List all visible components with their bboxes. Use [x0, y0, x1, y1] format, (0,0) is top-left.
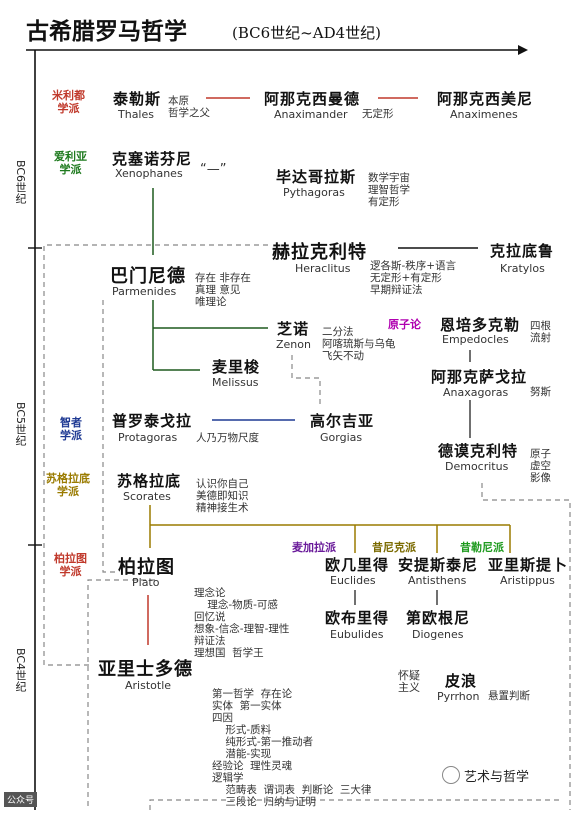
empedocles-en: Empedocles [442, 333, 509, 346]
dashed-parmenides-plato [102, 300, 115, 573]
gorgias-name: 高尔吉亚 [310, 412, 375, 430]
thales-name: 泰勒斯 [113, 90, 162, 108]
school-cynic: 昔尼克派 [372, 541, 416, 554]
aristotle-name: 亚里士多德 [98, 659, 193, 680]
thales-note: 本原哲学之父 [168, 95, 210, 119]
pythagoras-en: Pythagoras [283, 186, 345, 199]
page-title: 古希腊罗马哲学 [26, 18, 187, 45]
school-sophist: 智者学派 [60, 416, 82, 442]
heraclitus-en: Heraclitus [295, 262, 351, 275]
plato-en: Plato [132, 576, 160, 589]
eubulides-en: Eubulides [330, 628, 384, 641]
melissus-name: 麦里梭 [212, 358, 261, 376]
xenophanes-note: “—” [200, 162, 227, 177]
parmenides-en: Parmenides [112, 285, 177, 298]
anaximander-name: 阿那克西曼德 [264, 90, 361, 108]
heraclitus-name: 赫拉克利特 [272, 242, 367, 263]
aristotle-note: 第一哲学 存在论实体 第一实体四因 形式-质料 纯形式-第一推动者 潜能-实现经… [212, 688, 372, 808]
page-subtitle: (BC6世纪~AD4世纪) [232, 24, 381, 42]
xenophanes-en: Xenophanes [115, 167, 183, 180]
socrates-en: Scorates [123, 490, 171, 503]
empedocles-name: 恩培多克勒 [440, 316, 521, 334]
dashed-plato-left [87, 579, 155, 810]
antisthens-en: Antisthens [408, 574, 467, 587]
school-elea: 爱利亚学派 [54, 150, 87, 176]
dashed-zenon-gorgias [291, 355, 321, 405]
diogenes-name: 第欧根尼 [406, 609, 471, 627]
anaximander-en: Anaximander [274, 108, 348, 121]
dashed-heraclitus-aristotle [43, 244, 268, 666]
euclides-name: 欧几里得 [325, 556, 390, 574]
democritus-en: Democritus [445, 460, 509, 473]
watermark-text: 艺术与哲学 [464, 770, 530, 785]
pyrrhon-name: 皮浪 [445, 672, 478, 690]
aristotle-en: Aristotle [125, 679, 172, 692]
school-socratic: 苏格拉底学派 [46, 472, 90, 498]
thales-en: Thales [118, 108, 154, 121]
era-bc4: BC4世纪 [14, 648, 27, 693]
anaxagoras-en: Anaxagoras [443, 386, 509, 399]
parmenides-name: 巴门尼德 [110, 266, 186, 287]
pythagoras-note: 数学宇宙理智哲学有定形 [368, 172, 410, 208]
plato-note: 理念论 理念-物质-可感回忆说想象-信念-理智-理性辩证法理想国 哲学王 [194, 587, 290, 659]
anaxagoras-note: 努斯 [530, 386, 551, 398]
pythagoras-name: 毕达哥拉斯 [276, 168, 357, 186]
school-cyrenaic: 昔勒尼派 [460, 541, 504, 554]
aristippus-name: 亚里斯提卜 [488, 556, 569, 574]
democritus-note: 原子虚空影像 [530, 448, 551, 484]
gorgias-en: Gorgias [320, 431, 363, 444]
kratylos-en: Kratylos [500, 262, 545, 275]
kratylos-name: 克拉底鲁 [490, 242, 555, 260]
anaximenes-name: 阿那克西美尼 [437, 90, 534, 108]
plato-name: 柏拉图 [118, 557, 175, 578]
dashed-democritus [481, 483, 571, 810]
skepticism-label: 怀疑主义 [398, 669, 420, 694]
euclides-en: Euclides [330, 574, 376, 587]
pyrrhon-note: 悬置判断 [488, 690, 530, 702]
anaximander-note: 无定形 [362, 108, 394, 120]
melissus-en: Melissus [212, 376, 259, 389]
socrates-note: 认识你自己美德即知识精神接生术 [196, 478, 249, 514]
aristippus-en: Aristippus [500, 574, 555, 587]
era-bc6: BC6世纪 [14, 160, 27, 205]
zenon-note: 二分法阿喀琉斯与乌龟飞矢不动 [322, 326, 396, 362]
zenon-name: 芝诺 [277, 320, 310, 338]
anaxagoras-name: 阿那克萨戈拉 [431, 368, 528, 386]
zenon-en: Zenon [276, 338, 311, 351]
protagoras-note: 人乃万物尺度 [196, 432, 259, 444]
wechat-icon [442, 766, 460, 784]
heraclitus-note: 逻各斯-秩序+语言无定形+有定形早期辩证法 [370, 260, 457, 296]
diogenes-en: Diogenes [412, 628, 464, 641]
dashed-bottom [149, 799, 560, 810]
school-atomism: 原子论 [388, 318, 421, 331]
protagoras-name: 普罗泰戈拉 [112, 412, 193, 430]
anaximenes-en: Anaximenes [450, 108, 518, 121]
protagoras-en: Protagoras [118, 431, 178, 444]
era-bc5: BC5世纪 [14, 402, 27, 447]
school-platonic: 柏拉图学派 [54, 552, 87, 578]
top-axis-arrow [518, 45, 528, 55]
democritus-name: 德谟克利特 [438, 442, 519, 460]
school-megarian: 麦加拉派 [292, 541, 336, 554]
empedocles-note: 四根流射 [530, 320, 551, 344]
parmenides-note: 存在 非存在真理 意见唯理论 [195, 272, 251, 308]
xenophanes-name: 克塞诺芬尼 [112, 150, 193, 168]
pyrrhon-en: Pyrrhon [437, 690, 480, 703]
socrates-name: 苏格拉底 [117, 472, 182, 490]
antisthens-name: 安提斯泰尼 [398, 556, 479, 574]
eubulides-name: 欧布里得 [325, 609, 390, 627]
corner-mark: 公众号 [4, 792, 38, 807]
school-miletus: 米利都学派 [52, 89, 85, 115]
